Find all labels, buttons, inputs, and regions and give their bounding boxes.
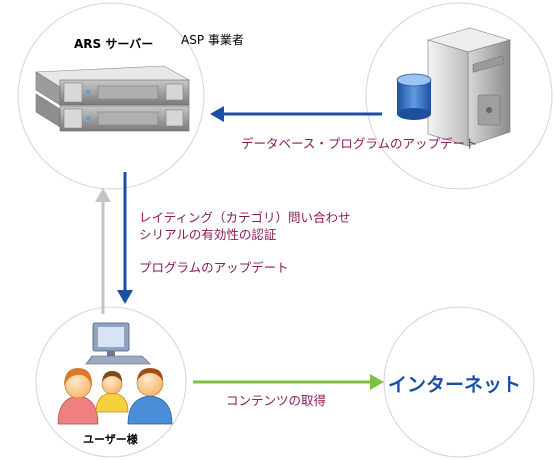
rack-server-icon xyxy=(35,65,191,132)
users-icon xyxy=(57,368,173,425)
arrow-program-update xyxy=(117,172,133,304)
user-requests-label-line1: レイティング（カテゴリ）問い合わせ xyxy=(139,210,351,225)
tower-server-icon xyxy=(426,27,512,147)
ars-server-title: ARS サーバー xyxy=(74,37,154,51)
arrow-content-fetch xyxy=(193,374,384,390)
users-title: ユーザー様 xyxy=(83,433,138,446)
computer-icon xyxy=(85,322,151,365)
arrow-db-update xyxy=(210,106,382,122)
program-update-label: プログラムのアップデート xyxy=(139,260,289,275)
content-fetch-label: コンテンツの取得 xyxy=(226,393,327,408)
internet-title: インターネット xyxy=(388,374,522,396)
db-update-label: データベース・プログラムのアップデート xyxy=(241,136,478,151)
arrow-user-requests xyxy=(95,188,111,314)
user-requests-label-line2: シリアルの有効性の認証 xyxy=(139,227,277,242)
database-icon xyxy=(396,73,432,120)
asp-provider-label: ASP 事業者 xyxy=(181,33,244,47)
